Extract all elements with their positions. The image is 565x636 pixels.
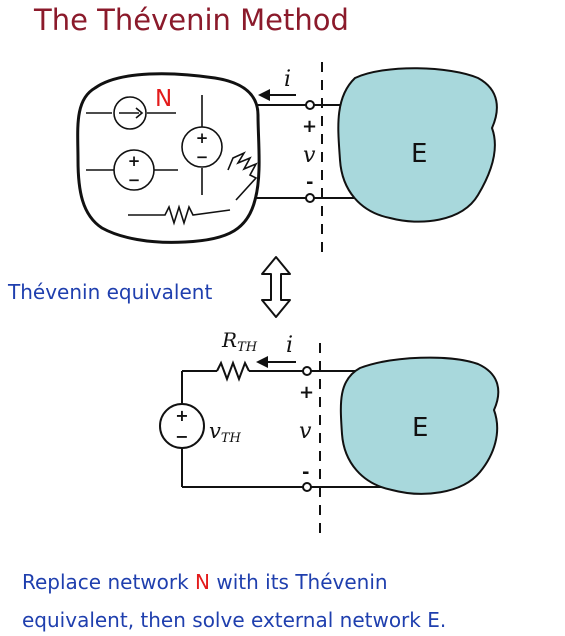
voltage-source-right-minus: − xyxy=(196,148,209,166)
footer-line-1: Replace network N with its Thévenin xyxy=(22,570,388,594)
resistor-rth xyxy=(216,360,250,382)
network-e-label-top: E xyxy=(411,139,427,169)
current-source-arrow-icon xyxy=(135,107,144,119)
current-arrow-top-head-icon xyxy=(258,89,270,101)
resistor-rth-label: RTH xyxy=(221,328,258,355)
voltage-label-top: v xyxy=(303,143,316,168)
voltage-source-right-circle xyxy=(181,126,223,168)
thevenin-voltage-label: vTH xyxy=(209,419,242,446)
terminal-top-upper xyxy=(305,100,315,110)
voltage-minus-bottom: - xyxy=(302,462,309,483)
network-e-label-bottom: E xyxy=(412,413,428,443)
voltage-plus-bottom: + xyxy=(299,382,314,403)
footer-line-2: equivalent, then solve external network … xyxy=(22,608,446,632)
thevenin-source-minus: − xyxy=(175,427,188,446)
voltage-source-left-plus: + xyxy=(128,152,141,170)
page-title: The Thévenin Method xyxy=(33,3,349,37)
thevenin-voltage-source-circle xyxy=(159,403,205,449)
current-label-bottom: i xyxy=(286,333,293,358)
network-e-blob-bottom xyxy=(339,356,500,495)
voltage-label-bottom: v xyxy=(299,419,312,444)
double-arrow-icon xyxy=(261,256,291,318)
voltage-source-left-circle xyxy=(113,149,155,191)
current-arrow-bottom-head-icon xyxy=(256,356,268,368)
thevenin-source-plus: + xyxy=(175,406,188,425)
terminal-top-lower xyxy=(305,193,315,203)
terminal-bottom-upper xyxy=(302,366,312,376)
resistor-n-right xyxy=(227,151,258,201)
thevenin-equivalent-label: Thévenin equivalent xyxy=(7,280,212,304)
voltage-minus-top: - xyxy=(306,172,313,193)
current-label-top: i xyxy=(284,67,291,92)
voltage-plus-top: + xyxy=(302,116,317,137)
footer-highlight-n: N xyxy=(195,570,210,594)
voltage-source-right-plus: + xyxy=(196,129,209,147)
current-source-circle xyxy=(113,96,147,130)
resistor-n-bottom xyxy=(128,204,231,226)
terminal-bottom-lower xyxy=(302,482,312,492)
voltage-source-left-minus: − xyxy=(128,171,141,189)
network-e-blob-top xyxy=(337,67,498,223)
network-n-label: N xyxy=(155,86,172,112)
network-n-blob xyxy=(76,72,261,244)
